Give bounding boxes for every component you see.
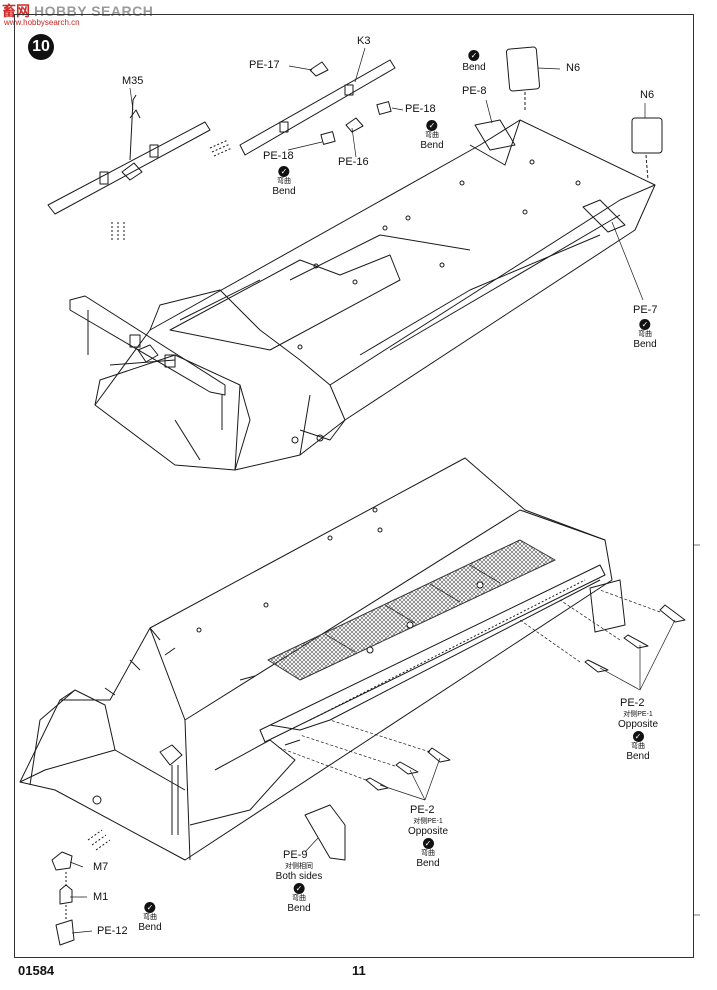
watermark-site-en: HOBBY SEARCH	[34, 3, 154, 19]
bend-note-en: Bend	[272, 186, 296, 198]
opposite-note-right: 对侧PE-1 Opposite ✓ 弯曲 Bend	[618, 711, 658, 762]
bend-note-cn: 弯曲	[637, 331, 652, 338]
lower-hull	[19, 457, 626, 861]
bend-note-en: Bend	[626, 750, 650, 762]
upper-hull-deck	[94, 119, 656, 471]
bend-note-cn: 弯曲	[276, 178, 291, 185]
page-frame	[14, 14, 694, 958]
bend-note-en: Bend	[416, 857, 440, 869]
k3-bar-part	[239, 59, 396, 156]
label-pe9: PE-9	[283, 849, 308, 861]
label-pe2-center: PE-2	[410, 804, 435, 816]
label-pe17: PE-17	[249, 59, 280, 71]
small-parts-lower-left	[51, 829, 111, 946]
step-number-badge: 10	[28, 34, 54, 60]
both-sides-note: 对侧相同 Both sides ✓ 弯曲 Bend	[276, 863, 323, 914]
bend-note-cn: 弯曲	[631, 742, 645, 750]
bend-note-pe8: ✓ Bend	[462, 50, 486, 74]
check-icon: ✓	[426, 120, 438, 131]
n6-plates	[474, 46, 663, 233]
label-pe7: PE-7	[633, 304, 658, 316]
bend-note-cn: 弯曲	[424, 132, 439, 139]
bend-note-pe12: ✓ 弯曲 Bend	[138, 902, 162, 934]
opposite-note-cn: 对侧PE-1	[623, 711, 653, 718]
label-pe18-right: PE-18	[405, 103, 436, 115]
bend-note-cn: 弯曲	[421, 849, 435, 857]
check-icon: ✓	[278, 166, 290, 177]
leader-lines-lower	[69, 589, 676, 934]
label-pe16: PE-16	[338, 156, 369, 168]
bend-note-pe18-right: ✓ 弯曲 Bend	[420, 120, 444, 152]
label-pe2-right: PE-2	[620, 697, 645, 709]
both-sides-note-cn: 对侧相同	[284, 863, 313, 870]
check-icon: ✓	[468, 50, 480, 61]
leader-lines-upper	[129, 47, 646, 301]
bend-note-cn: 弯曲	[142, 914, 157, 921]
opposite-note-center: 对侧PE-1 Opposite ✓ 弯曲 Bend	[408, 818, 448, 869]
label-m35: M35	[122, 75, 144, 87]
opposite-note-en: Opposite	[407, 826, 449, 838]
bend-note-en: Bend	[462, 62, 486, 73]
opposite-note-en: Opposite	[617, 719, 659, 731]
label-pe12: PE-12	[97, 925, 128, 937]
bend-note-en: Bend	[138, 922, 162, 934]
bend-note-pe7: ✓ 弯曲 Bend	[633, 319, 657, 351]
placement-arrows-upper	[111, 139, 233, 240]
check-icon: ✓	[144, 902, 156, 913]
label-pe8: PE-8	[462, 85, 487, 97]
label-m7: M7	[93, 861, 109, 873]
both-sides-note-en: Both sides	[275, 871, 323, 883]
label-m1: M1	[93, 891, 109, 903]
check-icon: ✓	[293, 882, 305, 894]
check-icon: ✓	[632, 730, 644, 742]
kit-code: 01584	[18, 963, 55, 978]
bend-note-cn: 弯曲	[291, 894, 306, 902]
check-icon: ✓	[422, 837, 434, 849]
label-k3: K3	[357, 35, 371, 47]
label-pe18-left: PE-18	[263, 150, 294, 162]
pe2-tabs	[304, 604, 686, 861]
edge-marks	[693, 544, 700, 916]
bend-note-en: Bend	[633, 339, 657, 351]
bend-note-en: Bend	[287, 902, 311, 914]
label-n6-top: N6	[566, 62, 581, 74]
watermark-site-cn: 畜网	[2, 3, 30, 19]
front-tow-bar	[69, 295, 226, 430]
label-n6-right: N6	[640, 89, 655, 101]
watermark: 畜网 HOBBY SEARCH	[2, 1, 153, 21]
opposite-note-cn: 对侧PE-1	[413, 818, 443, 825]
page-number: 11	[352, 963, 366, 978]
m35-bar-part	[47, 94, 211, 215]
bend-note-en: Bend	[420, 140, 444, 152]
check-icon: ✓	[639, 319, 651, 330]
bend-note-pe18-left: ✓ 弯曲 Bend	[272, 166, 296, 198]
watermark-url: www.hobbysearch.cn	[4, 18, 80, 27]
